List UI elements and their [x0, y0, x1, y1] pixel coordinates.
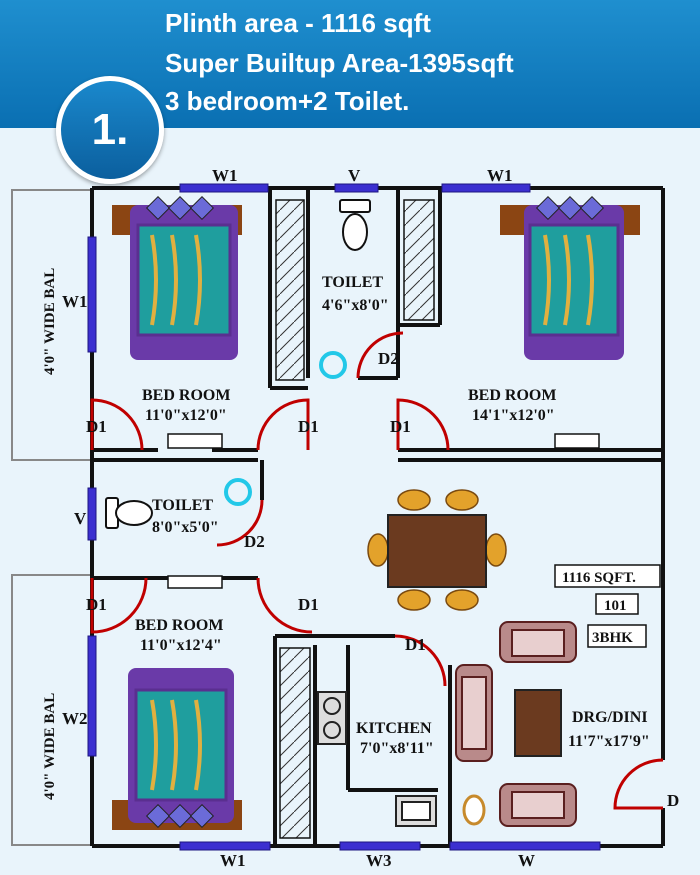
drg-dini-name: DRG/DINI — [572, 709, 648, 726]
info-boxes — [554, 564, 661, 648]
plinth-area-text: Plinth area - 1116 sqft — [165, 8, 431, 38]
kitchen-sink — [395, 795, 437, 827]
wardrobes — [167, 199, 600, 839]
toilet2-name: TOILET — [152, 497, 213, 514]
toilet2-size: 8'0"x5'0" — [152, 519, 219, 536]
sofa-top — [499, 621, 577, 663]
window-label-w2-left: W2 — [62, 709, 88, 728]
door-label-d2-b: D2 — [244, 532, 265, 551]
balcony-top-label: 4'0" WIDE BAL — [42, 268, 58, 375]
door-label-d1-d: D1 — [86, 595, 107, 614]
door-label-d1-c: D1 — [390, 417, 411, 436]
info-area: 1116 SQFT. — [562, 570, 636, 586]
bedroom1-name: BED ROOM — [142, 387, 230, 404]
door-label-d1-b: D1 — [298, 417, 319, 436]
coffee-table — [514, 689, 562, 757]
info-labels: 1116 SQFT. 101 3BHK — [562, 570, 636, 646]
wc-toilet1 — [339, 199, 371, 251]
window-label-v-top: V — [348, 166, 361, 185]
window-label-w1-top-left: W1 — [212, 166, 238, 185]
windows — [87, 183, 601, 851]
bed-bedroom3 — [112, 668, 242, 830]
window-label-w-bottom: W — [518, 851, 535, 870]
door-label-d1-e: D1 — [298, 595, 319, 614]
bedroom3-name: BED ROOM — [135, 617, 223, 634]
drg-dini-size: 11'7"x17'9" — [568, 733, 650, 750]
door-label-d2-a: D2 — [378, 349, 399, 368]
floor-drains — [224, 351, 347, 506]
window-label-v-left: V — [74, 509, 87, 528]
bedroom-toilet-text: 3 bedroom+2 Toilet. — [165, 86, 410, 116]
info-unit: 101 — [604, 598, 627, 614]
kitchen-size: 7'0"x8'11" — [360, 740, 434, 757]
sofa-left — [455, 664, 493, 762]
bedroom2-name: BED ROOM — [468, 387, 556, 404]
bedroom3-size: 11'0"x12'4" — [140, 637, 222, 654]
door-swings — [90, 331, 664, 810]
wc-toilet2 — [105, 497, 153, 529]
stove — [317, 691, 347, 745]
super-builtup-text: Super Builtup Area-1395sqft — [165, 48, 514, 78]
window-label-w1-top-right: W1 — [487, 166, 513, 185]
bedroom2-size: 14'1"x12'0" — [472, 407, 555, 424]
kitchen-name: KITCHEN — [356, 720, 432, 737]
window-label-w1-left: W1 — [62, 292, 88, 311]
plan-number-badge: 1. — [56, 76, 164, 184]
toilet1-name: TOILET — [322, 274, 383, 291]
window-labels: W1 V W1 W1 V W2 W1 W3 W — [62, 166, 535, 870]
bed-bedroom1 — [112, 195, 242, 360]
door-labels: D1 D1 D1 D1 D1 D1 D2 D2 D — [86, 349, 679, 810]
room-labels: BED ROOM 11'0"x12'0" BED ROOM 14'1"x12'0… — [135, 274, 650, 757]
window-label-w3-bottom: W3 — [366, 851, 392, 870]
bed-bedroom2 — [500, 195, 640, 360]
toilet1-size: 4'6"x8'0" — [322, 297, 389, 314]
window-label-w1-bottom: W1 — [220, 851, 246, 870]
dining-table — [367, 489, 507, 611]
plant-pot — [462, 794, 486, 826]
sofa-bottom — [499, 783, 577, 827]
door-label-d: D — [667, 791, 679, 810]
door-label-d1-f: D1 — [405, 635, 426, 654]
info-type: 3BHK — [592, 630, 633, 646]
bedroom1-size: 11'0"x12'0" — [145, 407, 227, 424]
door-label-d1-a: D1 — [86, 417, 107, 436]
balcony-bottom-label: 4'0" WIDE BAL — [42, 693, 58, 800]
balcony-labels: 4'0" WIDE BAL 4'0" WIDE BAL — [42, 268, 58, 800]
